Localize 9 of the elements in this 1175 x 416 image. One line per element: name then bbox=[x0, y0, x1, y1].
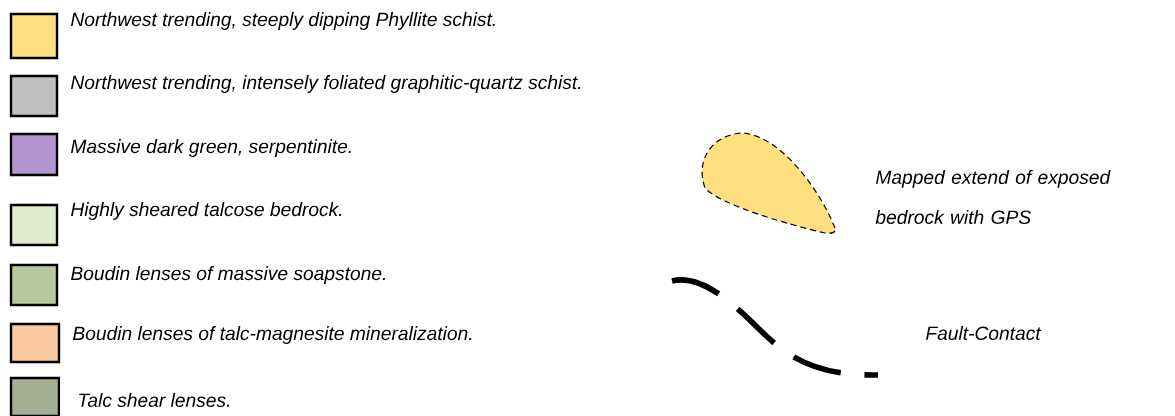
legend-text: Northwest trending, intensely foliated graphitic-quartz schist. bbox=[71, 75, 581, 93]
legend-text: Highly sheared talcose bedrock. bbox=[71, 202, 342, 220]
legend-text: Massive dark green, serpentinite. bbox=[71, 139, 351, 157]
legend-text: Boudin lenses of talc-magnesite mineralization. bbox=[73, 326, 472, 344]
legend-text: Mapped extend of exposed bedrock with GPS bbox=[875, 169, 1111, 225]
legend-text: Boudin lenses of massive soapstone. bbox=[71, 266, 385, 284]
legend-text: Talc shear lenses. bbox=[79, 392, 230, 408]
legend-text: Northwest trending, steeply dipping Phyllite schist. bbox=[71, 12, 495, 30]
legend-text: Fault-Contact bbox=[926, 325, 1042, 341]
